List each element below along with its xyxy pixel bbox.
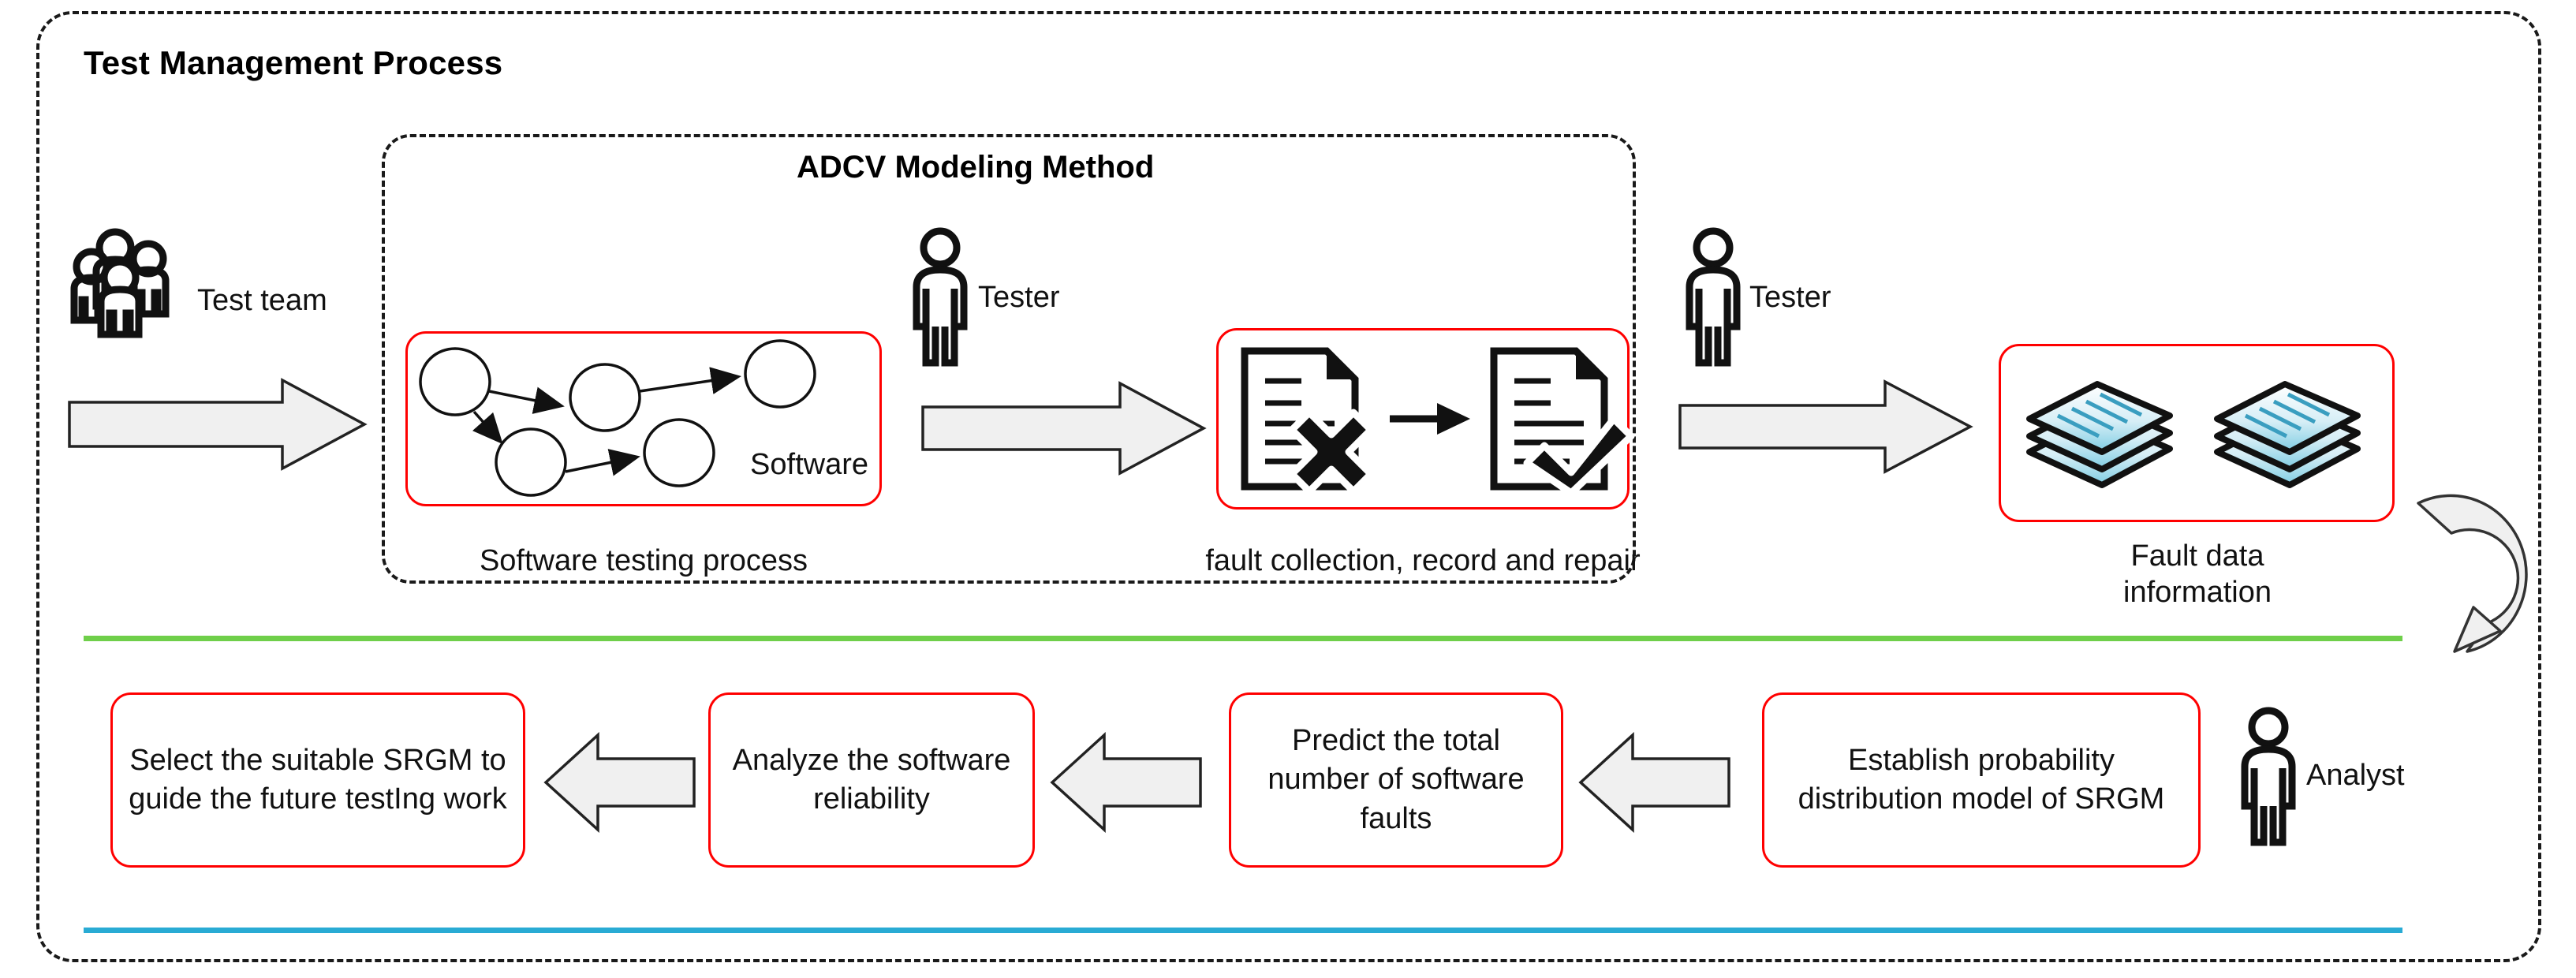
fault-data-caption-line-2: information [2123, 576, 2272, 610]
analyst-person-icon [2237, 707, 2300, 847]
arrow-analyze-to-select [543, 730, 697, 834]
establish-model-text: Establish probability distribution model… [1798, 743, 2165, 816]
select-srgm-box: Select the suitable SRGM to guide the fu… [110, 692, 525, 868]
software-graph-icon [419, 339, 816, 497]
arrow-fault-collection-to-fault-data [1678, 375, 1973, 478]
tester-label-1: Tester [978, 281, 1060, 314]
test-team-icon [65, 227, 191, 338]
software-testing-process-caption: Software testing process [479, 544, 808, 577]
analyze-reliability-text: Analyze the software reliability [732, 743, 1011, 816]
fault-collection-caption: fault collection, record and repair [1205, 544, 1641, 577]
analyst-label: Analyst [2306, 759, 2405, 792]
arrow-establish-to-predict [1577, 730, 1732, 834]
fault-collection-box [1216, 328, 1635, 510]
fault-data-information-box [1999, 344, 2395, 522]
predict-faults-box: Predict the total number of software fau… [1229, 692, 1563, 868]
arrow-team-to-software [68, 377, 368, 472]
establish-model-box: Establish probability distribution model… [1762, 692, 2201, 868]
adcv-section-title: ADCV Modeling Method [797, 150, 1155, 185]
page-title: Test Management Process [84, 44, 503, 81]
fault-data-caption-line-1: Fault data [2130, 539, 2264, 573]
tester-label-2: Tester [1749, 281, 1831, 314]
test-management-process-frame [36, 11, 2541, 962]
green-divider [84, 636, 2402, 641]
arrow-loop-down [2407, 476, 2557, 658]
document-fail-to-pass-icon [1241, 347, 1635, 497]
software-inline-label: Software [750, 448, 868, 481]
select-srgm-text: Select the suitable SRGM to guide the fu… [129, 743, 507, 816]
adcv-modeling-method-frame [382, 134, 1636, 584]
analyze-reliability-box: Analyze the software reliability [708, 692, 1035, 868]
tester-person-icon [909, 227, 972, 368]
data-stacks-icon [2026, 381, 2361, 488]
fault-data-information-caption: Fault data information [2019, 538, 2376, 611]
arrow-predict-to-analyze [1049, 730, 1204, 834]
predict-faults-text: Predict the total number of software fau… [1267, 723, 1525, 835]
test-team-label: Test team [197, 284, 327, 317]
tester-person-icon [1682, 227, 1745, 368]
software-testing-process-box: Software [405, 331, 882, 506]
arrow-software-to-fault-collection [921, 377, 1207, 480]
blue-divider [84, 928, 2402, 933]
